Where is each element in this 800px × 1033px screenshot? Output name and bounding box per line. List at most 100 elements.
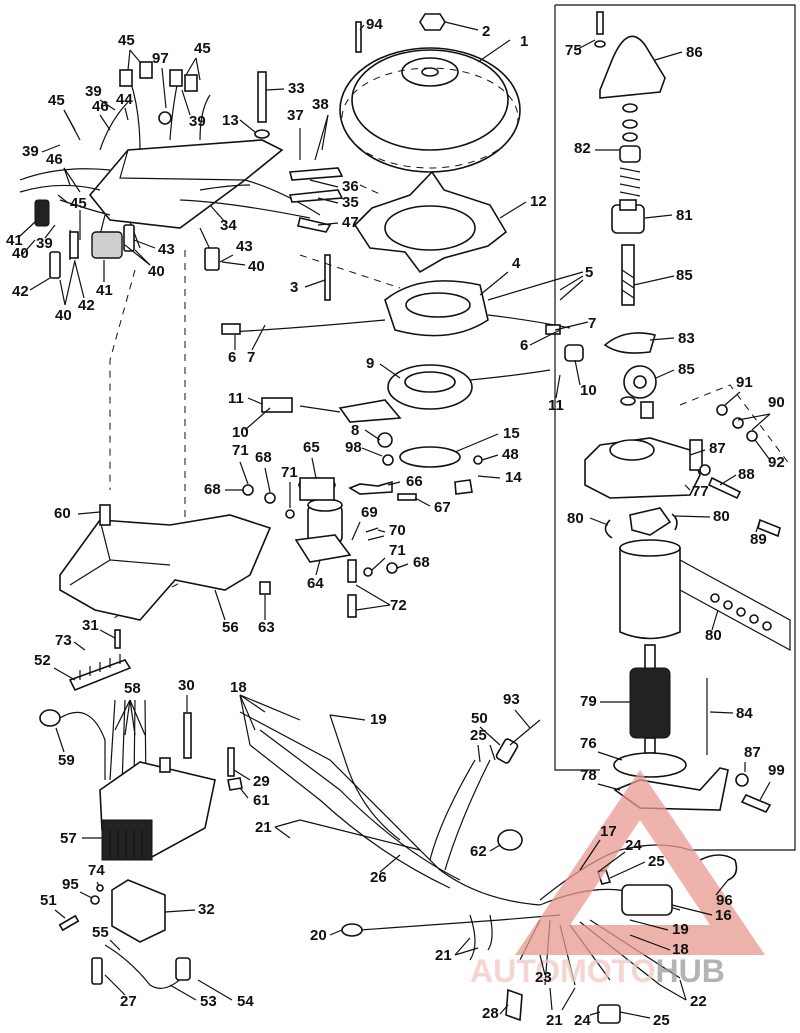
part-callout-74: 74 (88, 862, 105, 879)
leader-line-90 (751, 413, 771, 431)
part-callout-55: 55 (92, 924, 109, 941)
part-callout-45: 45 (48, 92, 65, 109)
terminal-block (68, 659, 132, 692)
part-callout-40: 40 (55, 307, 72, 324)
leader-line-45 (195, 57, 201, 81)
armature (629, 667, 671, 739)
part-callout-21: 21 (255, 819, 272, 836)
leader-line-40 (64, 259, 76, 306)
part-callout-6: 6 (520, 337, 528, 354)
part-callout-68: 68 (204, 481, 221, 498)
leader-line-62 (489, 844, 501, 852)
part-callout-79: 79 (580, 693, 597, 710)
part-callout-58: 58 (124, 680, 141, 697)
part-callout-38: 38 (312, 96, 329, 113)
part-callout-93: 93 (503, 691, 520, 708)
leader-line-74 (96, 881, 100, 887)
leader-line-31 (99, 629, 116, 639)
watermark-hub: HUB (655, 953, 724, 989)
leader-line-72 (355, 584, 391, 606)
leader-line-59 (55, 727, 65, 753)
leader-line-15 (454, 433, 499, 453)
leader-line-39 (181, 89, 191, 116)
part-callout-13: 13 (222, 112, 239, 129)
leader-line-19 (329, 714, 366, 721)
part-callout-24: 24 (625, 837, 642, 854)
part-callout-43: 43 (158, 241, 175, 258)
part-callout-18: 18 (230, 679, 247, 696)
leader-line-29 (233, 769, 251, 781)
leader-line-80 (674, 515, 711, 518)
leader-line-40 (21, 239, 36, 256)
leader-line-48 (481, 454, 499, 461)
leader-line-94 (359, 24, 365, 31)
leader-line-8 (364, 429, 381, 441)
part-callout-52: 52 (34, 652, 51, 669)
leader-line-58 (129, 699, 136, 736)
leader-line-88 (719, 474, 737, 486)
leader-line-70 (377, 529, 386, 533)
leader-line-45 (185, 57, 197, 76)
part-callout-23: 23 (535, 969, 552, 986)
part-callout-45: 45 (118, 32, 135, 49)
leader-line-58 (124, 699, 131, 736)
leader-line-45 (63, 109, 81, 141)
part-callout-80: 80 (713, 508, 730, 525)
ring-terminal-20 (341, 923, 363, 937)
part-callout-80: 80 (567, 510, 584, 527)
part-callout-63: 63 (258, 619, 275, 636)
part-callout-84: 84 (736, 705, 753, 722)
part-callout-21: 21 (546, 1012, 563, 1029)
part-callout-39: 39 (22, 143, 39, 160)
part-callout-70: 70 (389, 522, 406, 539)
part-callout-1: 1 (520, 33, 528, 50)
leader-line-25 (619, 1011, 651, 1019)
leader-line-39 (44, 224, 56, 239)
leader-line-19 (629, 919, 669, 931)
part-callout-27: 27 (120, 993, 137, 1010)
part-callout-34: 34 (220, 217, 237, 234)
leader-line-9 (379, 363, 401, 379)
leader-line-24 (589, 1011, 601, 1016)
connector-16 (621, 884, 673, 916)
part-callout-37: 37 (287, 107, 304, 124)
leader-line-90 (737, 413, 771, 421)
part-callout-73: 73 (55, 632, 72, 649)
part-callout-48: 48 (502, 446, 519, 463)
part-callout-33: 33 (288, 80, 305, 97)
leader-line-25 (477, 744, 481, 763)
leader-line-6 (529, 329, 561, 346)
leader-line-4 (479, 271, 509, 296)
part-callout-96: 96 (716, 892, 733, 909)
leader-line-7 (251, 324, 266, 351)
leader-line-21 (561, 987, 576, 1011)
part-callout-76: 76 (580, 735, 597, 752)
leader-line-22 (679, 979, 687, 1001)
part-callout-88: 88 (738, 466, 755, 483)
leader-line-97 (161, 67, 167, 109)
leader-line-96 (715, 879, 729, 896)
screw-75 (596, 11, 604, 35)
part-callout-46: 46 (92, 98, 109, 115)
leader-line-80 (711, 609, 719, 631)
washer-83 (603, 332, 657, 354)
screw-29 (227, 747, 235, 777)
leader-line-11 (247, 397, 263, 405)
part-callout-71: 71 (281, 464, 298, 481)
part-callout-92: 92 (768, 454, 785, 471)
part-callout-61: 61 (253, 792, 270, 809)
leader-line-25 (489, 744, 496, 761)
leader-line-42 (74, 261, 85, 299)
watermark: AUTOMOTOHUB (470, 770, 765, 989)
part-callout-45: 45 (194, 40, 211, 57)
part-callout-85: 85 (678, 361, 695, 378)
part-callout-12: 12 (530, 193, 547, 210)
leader-line-1 (477, 39, 511, 63)
leader-line-45 (129, 49, 141, 63)
leader-line-28 (499, 1004, 509, 1015)
rectifier-assembly (39, 629, 243, 989)
leader-line-69 (351, 521, 361, 541)
leader-line-21 (549, 987, 553, 1011)
part-callout-24: 24 (574, 1012, 591, 1029)
part-callout-86: 86 (686, 44, 703, 61)
